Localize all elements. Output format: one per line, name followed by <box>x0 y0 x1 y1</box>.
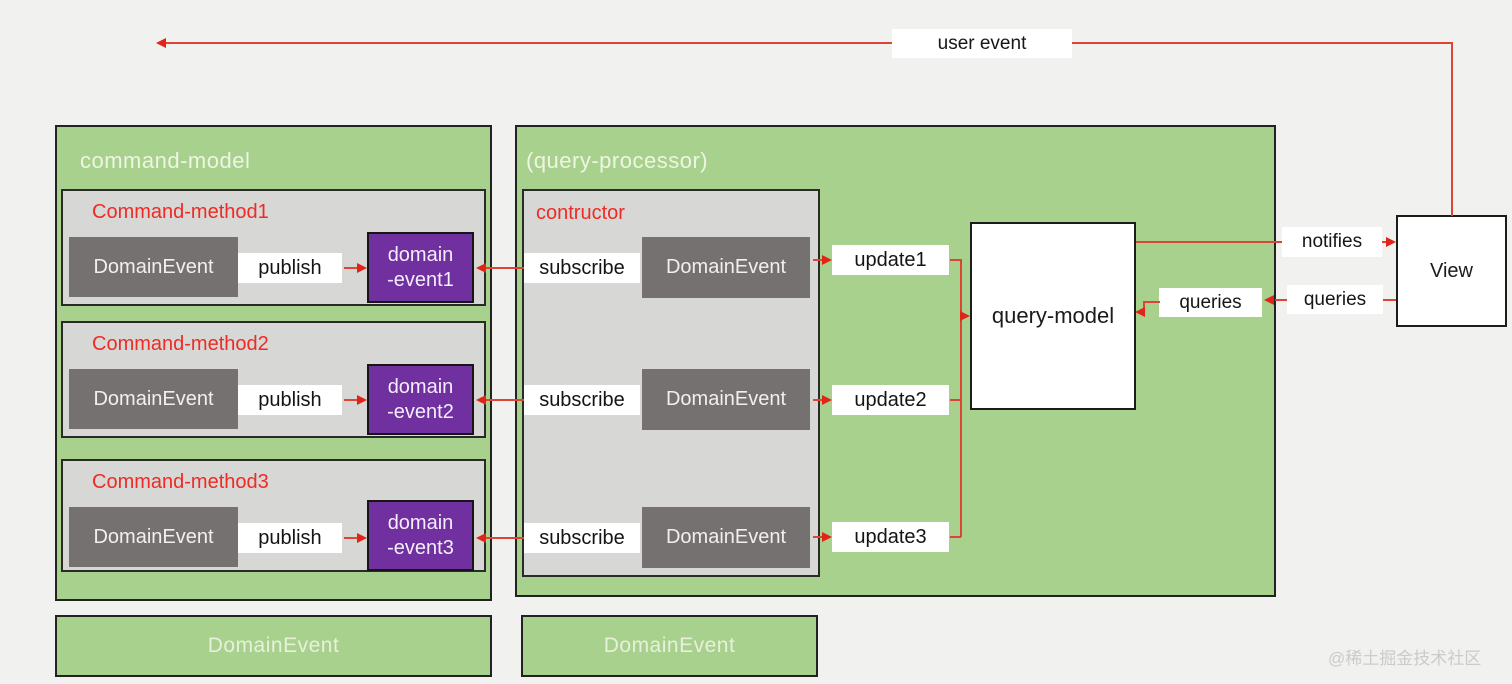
line-notifies-right <box>1382 241 1387 243</box>
domain-event2-line2: -event2 <box>387 400 454 423</box>
bottom-domainevent-right-label: DomainEvent <box>603 634 736 657</box>
line-subscribe2 <box>486 399 524 401</box>
line-user-event-vertical <box>1451 42 1453 216</box>
line-subscribe3 <box>486 537 524 539</box>
update3-label: update3 <box>832 522 949 552</box>
method2-domain-event2-box: domain -event2 <box>367 364 474 435</box>
arrowhead-subscribe3 <box>476 533 486 543</box>
arrowhead-update3 <box>822 532 832 542</box>
line-update1 <box>813 259 823 261</box>
view-label: View <box>1430 259 1473 282</box>
watermark: @稀土掘金技术社区 <box>1328 649 1482 668</box>
line-update1-bus <box>950 259 961 261</box>
line-user-event-horizontal <box>166 42 1452 44</box>
domain-event2-line1: domain <box>387 375 454 398</box>
update1-label: update1 <box>832 245 949 275</box>
user-event-label: user event <box>892 29 1072 58</box>
query-model-box: query-model <box>970 222 1136 410</box>
command-method2-title: Command-method2 <box>92 333 269 355</box>
row1-subscribe-label: subscribe <box>524 253 640 283</box>
method2-domainevent-box: DomainEvent <box>69 369 238 429</box>
method1-domainevent-box: DomainEvent <box>69 237 238 297</box>
arrowhead-publish1 <box>357 263 367 273</box>
arrowhead-query-model-in <box>960 311 970 321</box>
method3-domainevent-box: DomainEvent <box>69 507 238 567</box>
row2-domainevent-box: DomainEvent <box>642 369 810 430</box>
arrowhead-publish2 <box>357 395 367 405</box>
line-publish3 <box>344 537 358 539</box>
row3-domainevent-box: DomainEvent <box>642 507 810 568</box>
update2-label: update2 <box>832 385 949 415</box>
line-queries-mid <box>1275 299 1287 301</box>
arrowhead-queries-query-model <box>1135 307 1145 317</box>
line-update2 <box>813 399 823 401</box>
line-publish1 <box>344 267 358 269</box>
arrowhead-subscribe1 <box>476 263 486 273</box>
domain-event3-line2: -event3 <box>387 536 454 559</box>
line-subscribe1 <box>486 267 524 269</box>
bottom-domainevent-left-box: DomainEvent <box>55 615 492 677</box>
line-queries-view <box>1383 299 1396 301</box>
row3-subscribe-label: subscribe <box>524 523 640 553</box>
query-model-label: query-model <box>991 303 1115 328</box>
method1-publish-label: publish <box>238 253 342 283</box>
domain-event1-line2: -event1 <box>387 268 454 291</box>
notifies-label: notifies <box>1282 227 1382 257</box>
query-processor-title: (query-processor) <box>526 148 709 173</box>
method3-domain-event3-box: domain -event3 <box>367 500 474 571</box>
line-update-bus-vertical <box>960 259 962 537</box>
domain-event1-line1: domain <box>387 243 454 266</box>
arrowhead-update1 <box>822 255 832 265</box>
command-model-title: command-model <box>80 148 251 173</box>
row2-subscribe-label: subscribe <box>524 385 640 415</box>
method2-publish-label: publish <box>238 385 342 415</box>
arrowhead-publish3 <box>357 533 367 543</box>
queries-label-outer: queries <box>1287 285 1383 314</box>
line-queries-elbow-h <box>1143 301 1160 303</box>
arrowhead-notifies-view <box>1386 237 1396 247</box>
view-box: View <box>1396 215 1507 327</box>
method1-domain-event1-box: domain -event1 <box>367 232 474 303</box>
bottom-domainevent-left-label: DomainEvent <box>207 634 340 657</box>
arrowhead-queries-mid <box>1264 295 1274 305</box>
line-update3-bus <box>950 536 961 538</box>
domain-event3-line1: domain <box>387 511 454 534</box>
line-publish2 <box>344 399 358 401</box>
line-update2-bus <box>950 399 961 401</box>
command-method3-title: Command-method3 <box>92 471 269 493</box>
constructor-title: contructor <box>536 202 625 224</box>
arrowhead-update2 <box>822 395 832 405</box>
method3-publish-label: publish <box>238 523 342 553</box>
command-method1-title: Command-method1 <box>92 201 269 223</box>
arrowhead-user-event-left <box>156 38 166 48</box>
bottom-domainevent-right-box: DomainEvent <box>521 615 818 677</box>
row1-domainevent-box: DomainEvent <box>642 237 810 298</box>
line-update3 <box>813 536 823 538</box>
arrowhead-subscribe2 <box>476 395 486 405</box>
line-notifies-left <box>1136 241 1282 243</box>
queries-label-inner: queries <box>1159 288 1262 317</box>
